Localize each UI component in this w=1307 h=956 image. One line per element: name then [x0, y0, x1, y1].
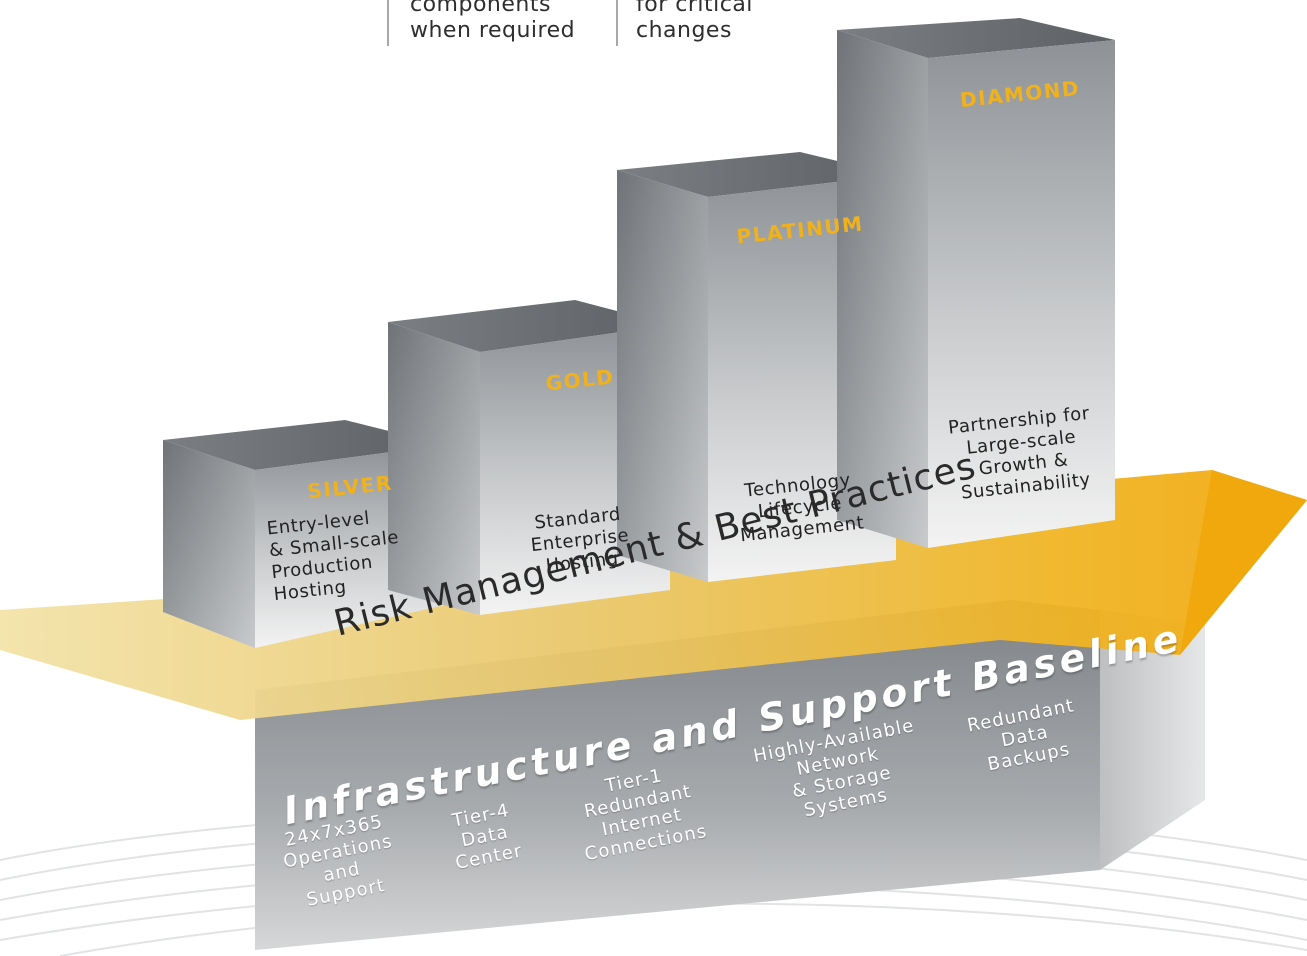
- baseline-side: [1100, 610, 1205, 870]
- arrow-tip: [1180, 470, 1307, 655]
- top-text-right: for critical changes: [636, 0, 753, 43]
- box-diamond: [837, 18, 1115, 548]
- top-text-left: components when required: [410, 0, 576, 43]
